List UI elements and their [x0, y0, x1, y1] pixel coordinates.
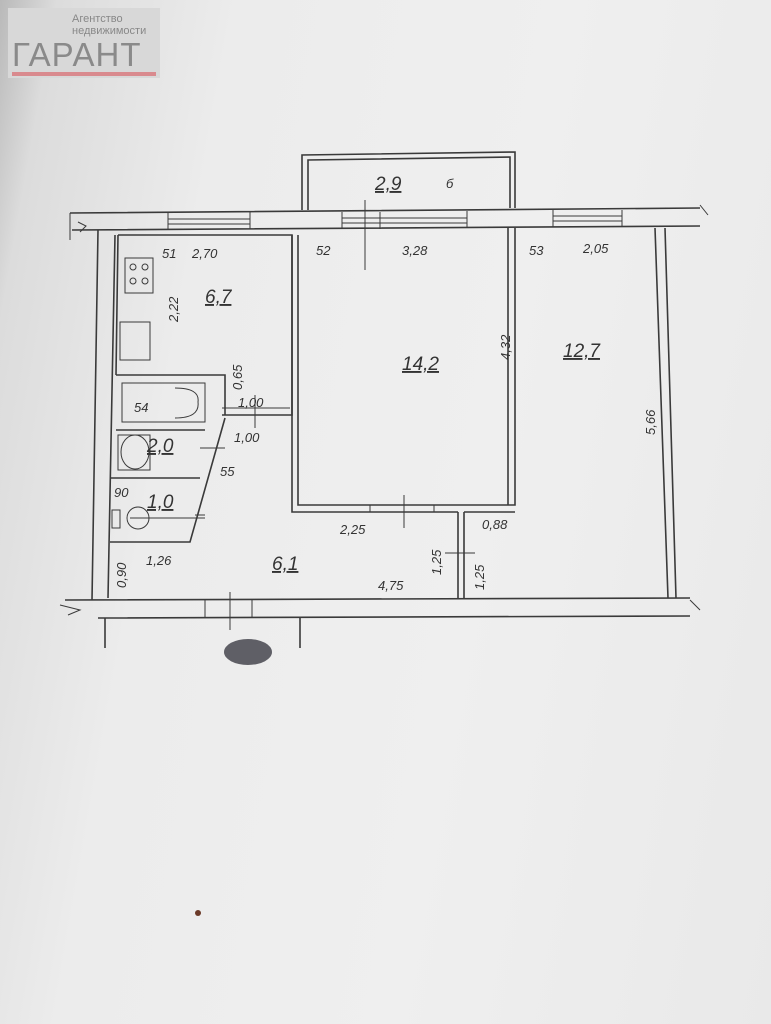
bathroom-id2: 55 [220, 464, 235, 479]
wc-area: 1,0 [147, 492, 174, 513]
room-right-id: 53 [529, 243, 544, 258]
logo-line2: недвижимости [72, 25, 147, 37]
bathroom-door: 1,00 [234, 430, 260, 445]
balcony-mark: б [446, 176, 454, 191]
room-middle-area: 14,2 [402, 354, 439, 375]
room-middle-id: 52 [316, 243, 331, 258]
walls [59, 151, 709, 916]
logo-bar [12, 72, 156, 76]
hall-depth: 0,90 [114, 562, 129, 588]
hall-width: 4,75 [378, 578, 404, 593]
room-right-area: 12,7 [563, 341, 601, 362]
kitchen-width: 2,70 [191, 246, 218, 261]
hall-side: 1,26 [146, 553, 172, 568]
room-right-width: 2,05 [582, 241, 609, 256]
kitchen-door: 1,00 [238, 395, 264, 410]
room-middle-depth: 4,32 [498, 334, 513, 360]
bathroom-id: 54 [134, 400, 148, 415]
kitchen-wall: 0,65 [230, 364, 245, 390]
niche-height-1: 1,25 [429, 549, 444, 575]
hall-area: 6,1 [272, 554, 298, 575]
kitchen-depth: 2,22 [166, 296, 181, 323]
room-right-depth: 5,66 [643, 409, 658, 435]
kitchen-id: 51 [162, 246, 176, 261]
logo-line1: Агентство [72, 13, 123, 25]
bathroom-area: 2,0 [146, 436, 174, 457]
wc-id: 90 [114, 485, 129, 500]
logo-name: ГАРАНТ [12, 36, 142, 73]
niche-width: 0,88 [482, 517, 508, 532]
niche-height-2: 1,25 [472, 564, 487, 590]
room-middle-width: 3,28 [402, 243, 428, 258]
kitchen-area: 6,7 [205, 287, 233, 308]
hall-door-top: 2,25 [339, 522, 366, 537]
balcony-area: 2,9 [374, 174, 402, 195]
agency-logo: Агентство недвижимости ГАРАНТ [8, 8, 160, 78]
